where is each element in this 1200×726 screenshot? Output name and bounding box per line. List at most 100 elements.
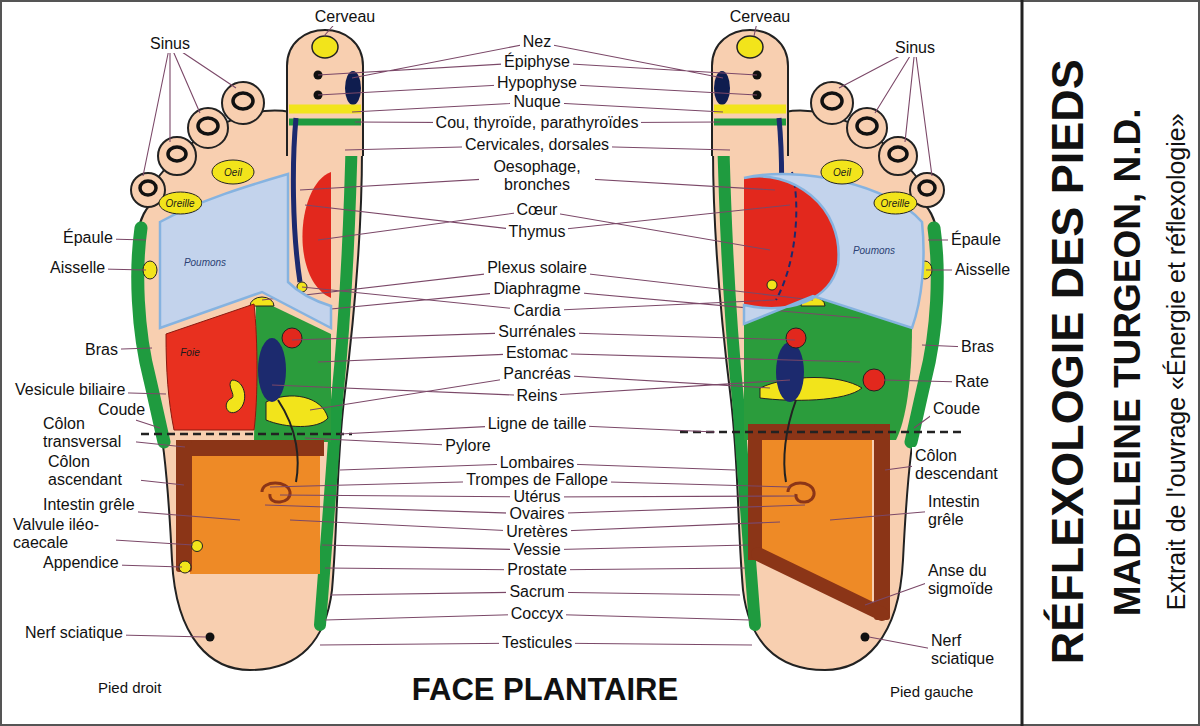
organ-label: Ovaires: [506, 505, 567, 523]
organ-label: Cœur: [514, 201, 561, 219]
zone-label: Rate: [952, 373, 992, 391]
organ-label: Thymus: [506, 223, 569, 241]
zone-label: Poumons: [853, 245, 895, 256]
organ-label: Prostate: [504, 561, 570, 579]
zone-label: Côlon ascendant: [45, 453, 141, 488]
zone-label: Sinus: [147, 35, 193, 53]
view-title: FACE PLANTAIRE: [409, 673, 681, 707]
organ-label: Utérus: [510, 488, 563, 506]
organ-label: Cervicales, dorsales: [462, 136, 612, 154]
zone-label: Foie: [180, 347, 199, 358]
organ-label: Lombaires: [497, 454, 578, 472]
small-intestine-zone: [190, 454, 320, 574]
zone-outline: [160, 174, 331, 328]
zone-oval: [159, 192, 202, 214]
organ-label: Trompes de Fallope: [463, 471, 611, 489]
zone-oval: [212, 160, 254, 184]
heart-zone: [302, 172, 331, 298]
zone-shape: [740, 160, 926, 334]
eye-zone: Oeil: [211, 159, 255, 185]
organ-label: Nuque: [510, 93, 563, 111]
organ-label: Reins: [514, 387, 561, 405]
zone-label: Côlon transversal: [40, 415, 136, 450]
gallbladder-zone: [226, 380, 245, 413]
zone-label: Oeil: [224, 167, 242, 178]
organ-label: Pylore: [442, 437, 493, 455]
zone-label: Intestin grêle: [925, 493, 1001, 528]
spleen-zone: [863, 369, 885, 391]
zone-oval: [874, 192, 917, 214]
adrenal-zone: [786, 328, 806, 348]
chart-title: RÉFLEXOLOGIE DES PIEDS: [1043, 56, 1093, 667]
organ-label: Épiphyse: [501, 53, 573, 71]
organ-label: Coccyx: [508, 605, 566, 623]
zone-outline: [744, 174, 924, 328]
panel-divider: [1021, 0, 1024, 726]
organ-label: Vessie: [510, 541, 563, 559]
zone-label: Côlon descendant: [912, 447, 1013, 482]
organ-label: Ligne de taille: [485, 415, 590, 433]
foot-caption: Pied droit: [95, 680, 164, 697]
zone-outline: [166, 304, 257, 430]
bladder-spiral: [788, 483, 814, 502]
cardia-dot: [767, 280, 777, 290]
zone-label: Coude: [930, 400, 983, 418]
zone-label: Bras: [958, 338, 997, 356]
ear-zone: Oreille: [873, 191, 918, 215]
organ-label: Cou, thyroïde, parathyroïdes: [433, 114, 642, 132]
right-foot-base: [131, 30, 363, 670]
zone-label: Intestin grêle: [40, 496, 138, 514]
kidney-zone: [776, 342, 804, 402]
zone-label: Nerf sciatique: [22, 624, 126, 642]
organ-label: Estomac: [503, 344, 571, 362]
foot-caption: Pied gauche: [887, 684, 976, 701]
descending-colon: [874, 424, 890, 620]
zone-label: Nerf sciatique: [928, 632, 1009, 667]
bladder-spiral: [262, 483, 290, 502]
organ-label: Uretères: [503, 523, 570, 541]
organ-label: Surrénales: [495, 323, 578, 341]
zone-label: Sinus: [892, 39, 938, 57]
zone-label: Aisselle: [47, 259, 108, 277]
author-credit: MADELEINE TURGEON, N.D.: [1108, 105, 1149, 619]
zone-label: Valvule iléo-caecale: [10, 516, 116, 551]
zone-shape: [162, 300, 262, 434]
zone-label: Oeil: [833, 167, 851, 178]
zone-label: Aisselle: [952, 261, 1013, 279]
zone-label: Oreille: [166, 198, 195, 209]
organ-label: Nez: [520, 33, 554, 51]
zone-label: Cerveau: [727, 8, 793, 26]
zone-label: Appendice: [40, 554, 122, 572]
kidney-zone: [258, 338, 286, 402]
ureter-line: [278, 400, 298, 482]
zone-label: Poumons: [184, 257, 226, 268]
transverse-colon: [176, 440, 324, 456]
colon-left-side: [748, 424, 762, 560]
leader-lines: [20, 18, 968, 650]
organ-label: Cardia: [510, 302, 563, 320]
sigmoid-loop: [758, 554, 882, 614]
zone-label: Épaule: [948, 231, 1004, 249]
heart-dashed-outline: [776, 172, 796, 300]
zone-label: Bras: [82, 341, 121, 359]
zone-label: Oreille: [881, 198, 910, 209]
liver-zone: Foie: [162, 300, 262, 434]
organ-label: Diaphragme: [490, 280, 583, 298]
left-foot-base: [712, 30, 944, 670]
organ-label: Testicules: [499, 634, 575, 652]
ureter-line: [784, 400, 796, 482]
ascending-colon: [176, 440, 192, 572]
organ-label: Sacrum: [506, 583, 567, 601]
valve-dot: [192, 541, 203, 552]
organ-label: Hypophyse: [494, 74, 580, 92]
organ-label: Pancréas: [500, 365, 574, 383]
adrenal-zone: [282, 328, 302, 348]
source-note: Extrait de l'ouvrage «Énergie et réflexo…: [1162, 111, 1190, 614]
organ-label: Plexus solaire: [484, 259, 590, 277]
zone-oval: [821, 160, 863, 184]
zone-label: Vesicule biliaire: [12, 381, 128, 399]
zone-label: Cerveau: [312, 8, 378, 26]
ear-zone: Oreille: [158, 191, 203, 215]
organ-label: Oesophage, bronches: [479, 158, 595, 193]
